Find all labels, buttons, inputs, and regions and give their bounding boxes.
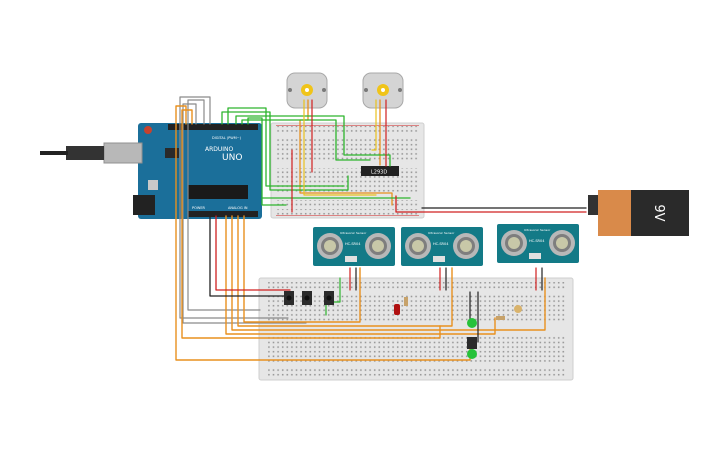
sensor-1-title: Ultrasonic Sensor: [340, 231, 367, 235]
wire-green-1: [221, 111, 349, 191]
wire-orange-5: [243, 215, 361, 323]
usb-cable-plug: [66, 146, 104, 160]
wire-red-battery: [395, 195, 587, 213]
power-analog-header: [188, 211, 258, 217]
ultrasonic-sensor-3[interactable]: HC-SR04 Ultrasonic Sensor: [497, 224, 579, 263]
wire-orange-motor-1: [299, 99, 393, 206]
battery-label: 9V: [651, 204, 666, 221]
green-led-2: [467, 349, 477, 359]
wire-yellow-1: [303, 99, 377, 196]
sensor-3-brand: HC-SR04: [529, 239, 545, 243]
transistor: [467, 337, 477, 349]
ultrasonic-sensor-2[interactable]: HC-SR04 Ultrasonic Sensor: [401, 227, 483, 266]
wires: [175, 96, 587, 361]
status-leds: [394, 297, 522, 359]
sensor-2-title: Ultrasonic Sensor: [428, 231, 455, 235]
usb-connector: [103, 142, 143, 164]
usb-cable: [40, 151, 68, 155]
wire-green-3: [235, 115, 391, 167]
red-led: [394, 304, 400, 315]
arduino-model-label: UNO: [222, 153, 242, 163]
arduino-digital-label: DIGITAL (PWM~): [212, 136, 242, 140]
arduino-uno-board[interactable]: ARDUINO UNO DIGITAL (PWM~) ANALOG IN POW…: [40, 123, 262, 219]
arduino-analog-label: ANALOG IN: [228, 206, 248, 210]
reset-button: [144, 126, 152, 134]
sensor-2-brand: HC-SR04: [433, 242, 449, 246]
wire-orange-6: [225, 215, 496, 335]
atmega-chip: [188, 185, 248, 199]
arduino-brand-label: ARDUINO: [205, 146, 234, 153]
dc-motor-left[interactable]: [286, 72, 328, 109]
wire-gray-3: [182, 103, 307, 324]
resistor-1: [404, 297, 408, 306]
push-buttons[interactable]: [284, 291, 334, 305]
green-led-1: [467, 318, 477, 328]
sensor-3-title: Ultrasonic Sensor: [524, 228, 551, 232]
upper-breadboard[interactable]: [270, 122, 425, 219]
digital-header: [168, 124, 258, 130]
motor-driver-ic[interactable]: L293D: [361, 166, 399, 176]
barrel-jack: [133, 195, 155, 215]
resistor-2: [496, 316, 505, 320]
wire-orange-4: [237, 215, 453, 327]
wire-black-1: [209, 215, 291, 297]
wire-gray-2: [179, 96, 289, 319]
dc-motor-right[interactable]: [362, 72, 404, 109]
motor-driver-label: L293D: [371, 170, 387, 176]
arduino-power-label: POWER: [192, 206, 206, 210]
sensor-1-brand: HC-SR04: [345, 242, 361, 246]
wire-orange-3: [231, 215, 546, 331]
wire-green-4: [241, 119, 371, 161]
ultrasonic-sensor-1[interactable]: HC-SR04 Ultrasonic Sensor: [313, 227, 395, 266]
battery-9v[interactable]: 9V: [588, 190, 689, 236]
wire-yellow-2: [371, 99, 377, 151]
wire-green-5: [247, 117, 287, 206]
photoresistor: [514, 305, 522, 313]
wire-orange-2: [181, 109, 441, 339]
wire-red-1: [215, 215, 291, 291]
wire-gray-1: [187, 99, 261, 311]
